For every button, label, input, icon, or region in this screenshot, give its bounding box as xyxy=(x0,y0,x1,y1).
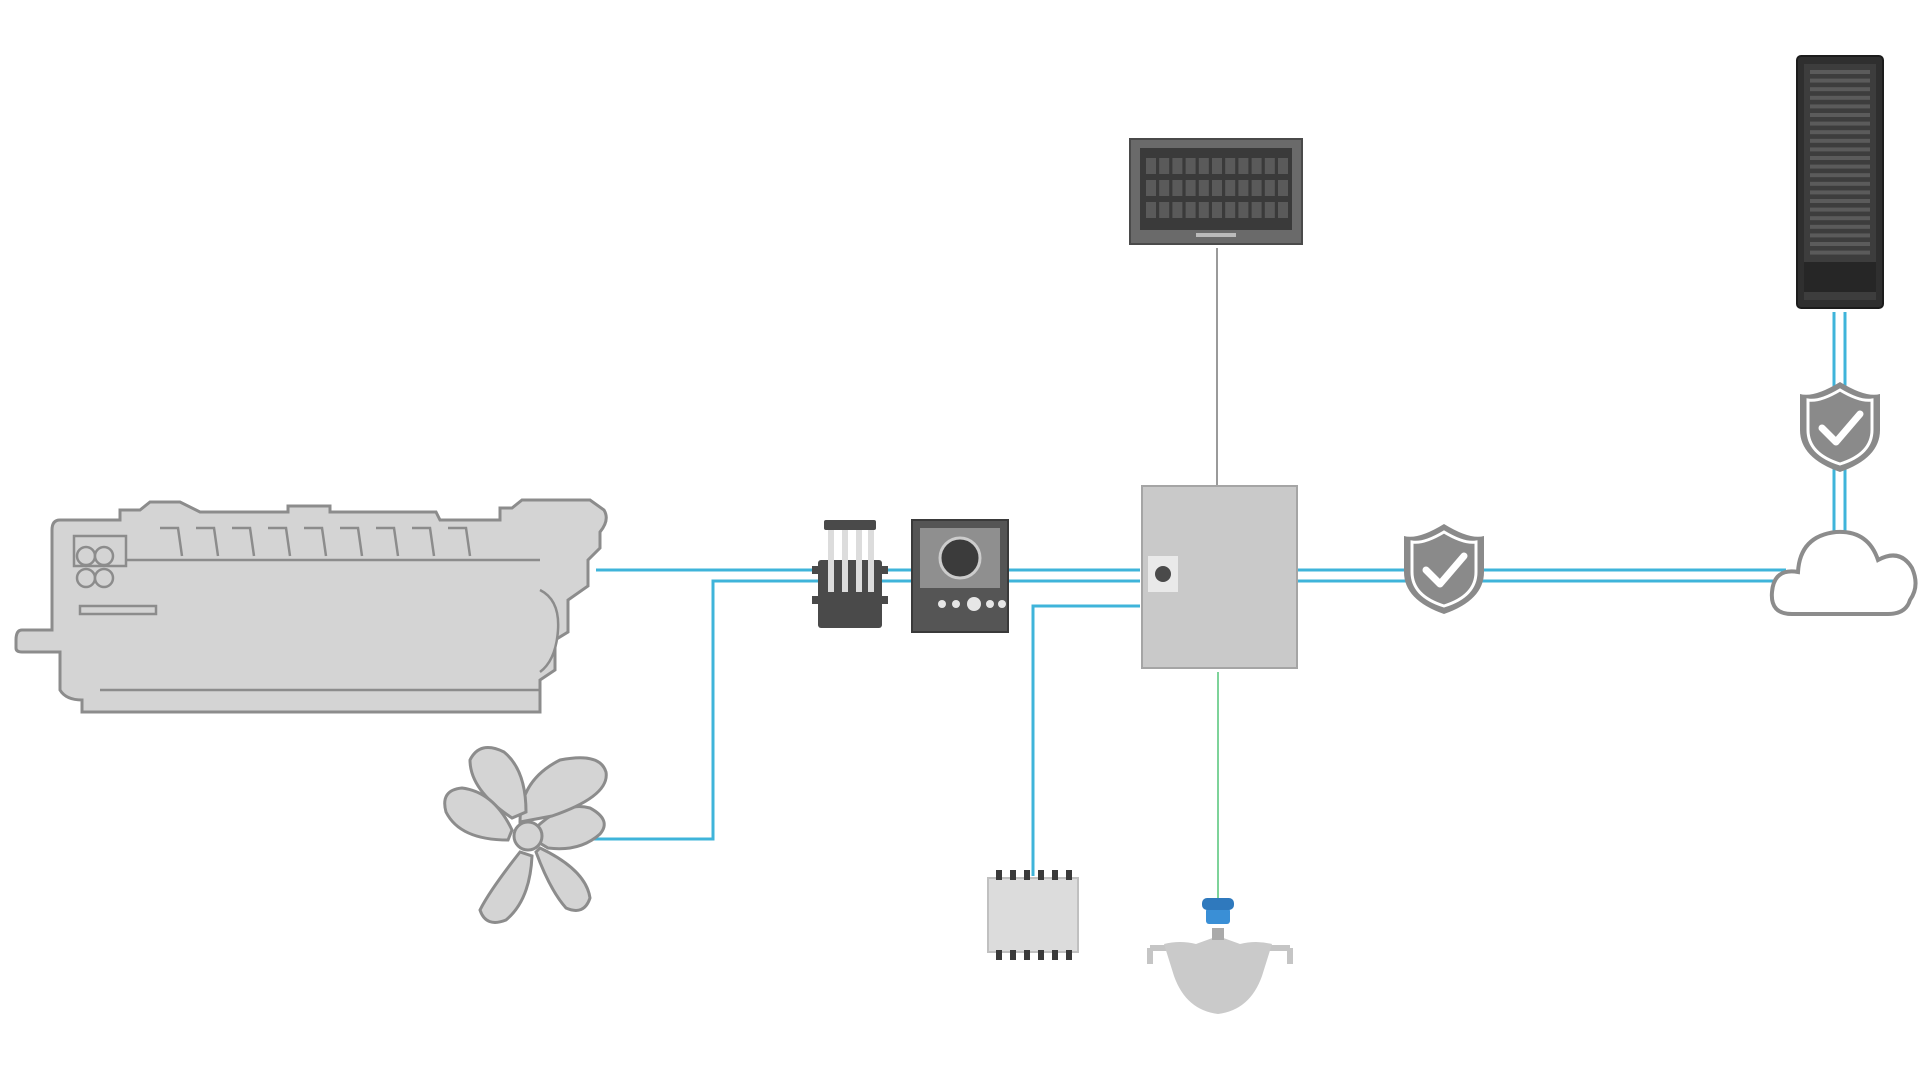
io-pin xyxy=(1052,950,1058,960)
display-key xyxy=(1264,202,1275,218)
io-pin xyxy=(1066,950,1072,960)
rack-slot xyxy=(1810,78,1870,83)
display-key xyxy=(1159,202,1170,218)
rack-slot xyxy=(1810,95,1870,100)
display-key xyxy=(1172,202,1183,218)
display-key xyxy=(1185,180,1196,196)
display-key xyxy=(1264,180,1275,196)
display-key xyxy=(1225,180,1236,196)
io-pin xyxy=(1038,950,1044,960)
rack-slot xyxy=(1810,138,1870,143)
io-pin xyxy=(1052,870,1058,880)
rack-slot xyxy=(1810,70,1870,74)
rack-slot xyxy=(1810,164,1870,169)
display-key xyxy=(1198,202,1209,218)
display-key xyxy=(1251,158,1262,174)
display-key xyxy=(1238,158,1249,174)
display-key xyxy=(1198,180,1209,196)
io-pin xyxy=(996,870,1002,880)
rack-slot xyxy=(1810,207,1870,212)
display-key xyxy=(1212,202,1222,218)
control-panel-icon xyxy=(911,519,1009,633)
display-key xyxy=(1172,180,1183,196)
rack-slot xyxy=(1810,199,1870,203)
rack-slot xyxy=(1810,181,1870,186)
display-key xyxy=(1146,202,1156,218)
io-pin xyxy=(1010,870,1016,880)
rack-slot xyxy=(1810,224,1870,229)
display-key xyxy=(1278,202,1288,218)
io-pin xyxy=(996,950,1002,960)
shield-check-icon xyxy=(1404,524,1484,614)
display-key xyxy=(1264,158,1275,174)
display-key xyxy=(1185,202,1196,218)
io-module-icon xyxy=(987,870,1079,960)
rack-slot xyxy=(1810,250,1870,255)
display-key xyxy=(1185,158,1196,174)
rack-slot xyxy=(1810,87,1870,92)
rack-slot xyxy=(1810,121,1870,126)
display-key xyxy=(1238,202,1249,218)
io-pin xyxy=(1066,870,1072,880)
rack-slot xyxy=(1810,147,1870,152)
display-key xyxy=(1212,180,1222,196)
cabinet-icon xyxy=(1141,485,1298,669)
display-key xyxy=(1146,180,1156,196)
cloud-shield-check-icon xyxy=(1800,382,1880,472)
rack-slot xyxy=(1810,242,1870,246)
io-pin xyxy=(1038,870,1044,880)
rack-slot xyxy=(1810,233,1870,238)
display-key xyxy=(1278,180,1288,196)
io-pin xyxy=(1024,950,1030,960)
io-pin xyxy=(1010,950,1016,960)
display-panel-icon xyxy=(1129,138,1303,245)
rack-slot xyxy=(1810,173,1870,178)
rack-slot xyxy=(1810,156,1870,160)
display-key xyxy=(1225,202,1236,218)
display-key xyxy=(1159,180,1170,196)
display-key xyxy=(1159,158,1170,174)
sensor-probe-icon xyxy=(812,520,888,628)
display-key xyxy=(1238,180,1249,196)
display-key xyxy=(1212,158,1222,174)
display-key xyxy=(1251,180,1262,196)
rack-slot xyxy=(1810,104,1870,109)
display-key xyxy=(1172,158,1183,174)
display-key xyxy=(1225,158,1236,174)
display-key xyxy=(1146,158,1156,174)
io-pin xyxy=(1024,870,1030,880)
propeller-icon xyxy=(443,746,608,924)
rack-slot xyxy=(1810,216,1870,221)
server-rack-icon xyxy=(1796,55,1884,309)
display-key xyxy=(1278,158,1288,174)
link-iomodule-cabinet xyxy=(1031,604,1140,876)
engine-icon xyxy=(14,498,608,714)
rack-slot xyxy=(1810,190,1870,195)
flow-meter-icon xyxy=(1147,898,1293,1014)
rack-slot xyxy=(1810,130,1870,135)
cloud-icon xyxy=(1769,529,1918,616)
display-key xyxy=(1251,202,1262,218)
rack-slot xyxy=(1810,113,1870,117)
display-key xyxy=(1198,158,1209,174)
